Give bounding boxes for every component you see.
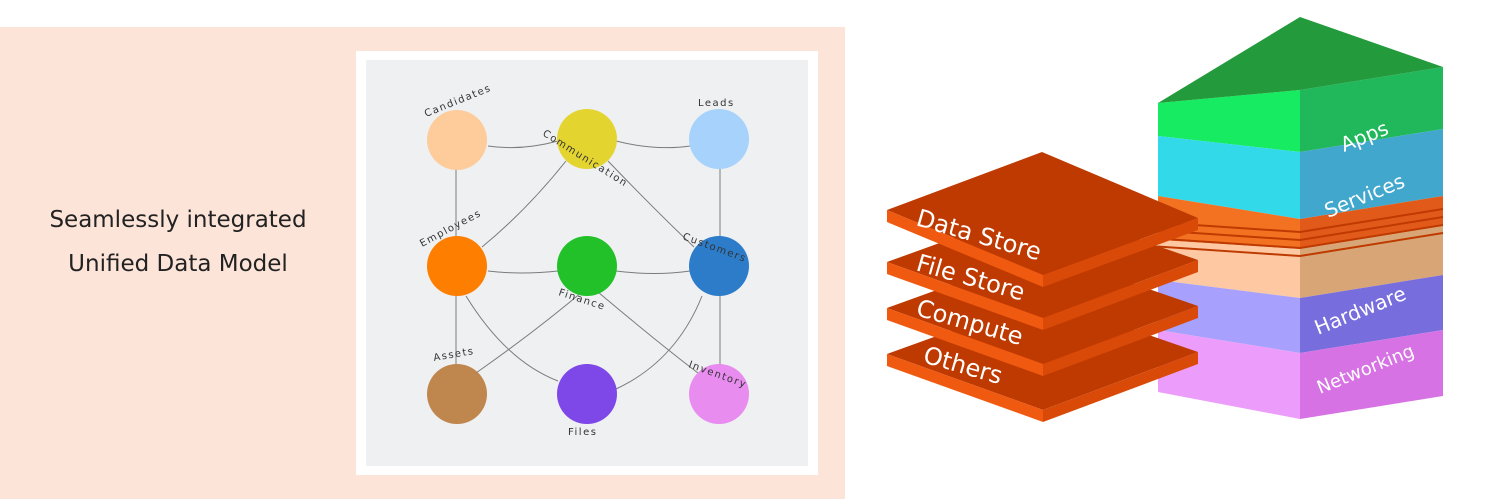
edge-finance-inventory xyxy=(591,286,699,374)
entity-graph-diagram: Candidates Communication Leads Employees… xyxy=(366,60,808,466)
node-files xyxy=(557,364,617,424)
label-files: Files xyxy=(568,427,597,438)
edge-employees-finance xyxy=(487,270,559,274)
tower-layer-networking xyxy=(1300,275,1443,353)
tower-face-networking xyxy=(1158,280,1300,353)
label-leads: Leads xyxy=(698,98,735,109)
node-inventory xyxy=(689,364,749,424)
tower-face-gap xyxy=(1158,196,1300,249)
node-candidates xyxy=(427,110,487,170)
tower-layer-hardware xyxy=(1300,226,1443,298)
tower-layer-services xyxy=(1300,129,1443,219)
tower-layer-gap xyxy=(1300,196,1443,249)
data-slab-data-store xyxy=(887,152,1198,287)
node-communication xyxy=(557,109,617,169)
entity-graph-card: Candidates Communication Leads Employees… xyxy=(356,51,818,475)
tower-layer-data-centers xyxy=(1300,330,1443,419)
node-leads xyxy=(689,109,749,169)
tower-face-services xyxy=(1158,136,1300,219)
tagline: Seamlessly integrated Unified Data Model xyxy=(18,198,338,286)
tagline-line-1: Seamlessly integrated xyxy=(49,207,307,233)
tower-stripes xyxy=(1149,208,1444,258)
tower-layer-apps xyxy=(1300,67,1443,152)
edge-assets-finance xyxy=(475,286,589,374)
node-assets xyxy=(427,364,487,424)
edge-finance-customers xyxy=(615,270,691,274)
node-customers xyxy=(689,236,749,296)
edge-communication-leads xyxy=(615,140,691,149)
edge-customers-files xyxy=(615,295,703,390)
tagline-line-2: Unified Data Model xyxy=(68,251,288,277)
tower-top xyxy=(1158,17,1443,103)
tower-face-apps xyxy=(1158,90,1300,152)
edge-communication-employees xyxy=(481,160,567,248)
edge-communication-customers xyxy=(607,160,695,248)
node-finance xyxy=(557,236,617,296)
node-employees xyxy=(427,236,487,296)
edge-candidates-communication xyxy=(487,140,559,149)
